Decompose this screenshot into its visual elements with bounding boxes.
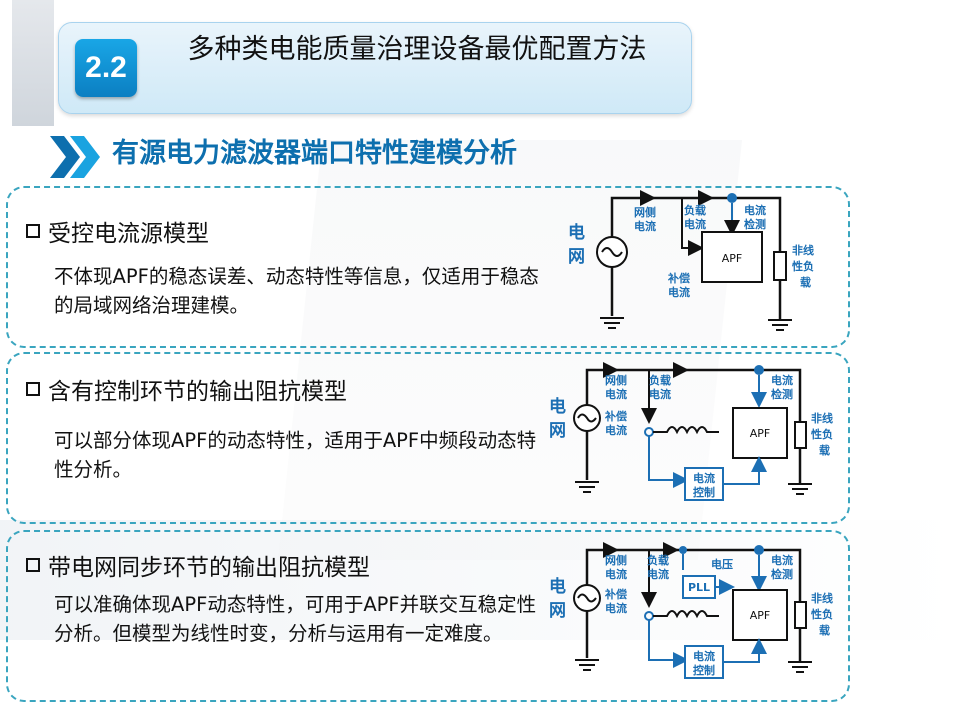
diagram-label: 电流 [605,387,627,401]
diagram-label: 负载 [649,373,671,387]
diagram-label: 电流 [605,567,627,581]
model-card-2-title: 含有控制环节的输出阻抗模型 [48,379,347,405]
diagram-label: 负载 [647,553,669,567]
diagram-label: 网 [549,601,566,621]
nonlinear-load-icon [794,601,807,629]
diagram-label: 性负 [811,427,833,441]
model-card-title: 受控电流源模型 [26,214,209,248]
diagram-label: 控制 [693,663,715,677]
circuit-diagram-3: 电 网 PLL 电压 APF 电流 控制 网侧 电流 负载 电流 电流 检测 补… [549,542,833,679]
model-card-title: 带电网同步环节的输出阻抗模型 [26,548,370,582]
model-card-1-title: 受控电流源模型 [48,221,209,247]
nonlinear-load-icon [773,251,787,281]
diagram-label: APF [750,427,771,440]
diagram-label: 载 [819,443,830,457]
model-card-2-body: 可以部分体现APF的动态特性，适用于APF中频段动态特性分析。 [54,429,537,481]
section-number-badge: 2.2 [75,39,137,97]
model-card-title: 含有控制环节的输出阻抗模型 [26,372,347,406]
nonlinear-load-icon [794,421,807,449]
apf-block [701,231,763,283]
diagram-label: 载 [800,275,811,289]
diagram-label: 电 [549,576,566,597]
model-card-1: 受控电流源模型 不体现APF的稳态误差、动态特性等信息，仅适用于稳态的局域网络治… [6,186,850,348]
diagram-label: 非线 [811,591,833,605]
diagram-label: 电流 [605,423,627,437]
diagram-label: 性负 [792,259,814,273]
diagram-label: 电流 [668,285,690,299]
diagram-label: 补偿 [604,409,627,423]
model-card-1-body: 不体现APF的稳态误差、动态特性等信息，仅适用于稳态的局域网络治理建模。 [54,265,539,317]
diagram-label: 非线 [792,243,814,257]
section-title: 有源电力滤波器端口特性建模分析 [112,138,517,169]
diagram-label: 电流 [649,387,671,401]
diagram-label: 控制 [693,485,715,499]
checkbox-bullet-icon [26,382,40,396]
diagram-label: 补偿 [604,587,627,601]
model-card-3-body: 可以准确体现APF动态特性，可用于APF并联交互稳定性分析。但模型为线性时变，分… [54,593,537,645]
slide-header: 2.2 多种类电能质量治理设备最优配置方法 [58,22,692,114]
diagram-label: PLL [688,581,710,594]
diagram-label: 电 [549,396,566,417]
diagram-label: 网 [549,421,566,441]
diagram-label: 非线 [811,411,833,425]
current-control-block [684,467,724,501]
diagram-label: 性负 [811,607,833,621]
diagram-label: 网侧 [605,373,627,387]
diagram-label: 电流 [634,219,656,233]
checkbox-bullet-icon [26,224,40,238]
diagram-label: 负载 [684,203,706,217]
apf-label: APF [722,252,743,265]
model-card-3-title: 带电网同步环节的输出阻抗模型 [48,555,370,581]
diagram-label: 电流 [684,217,706,231]
diagram-label: 电流 [693,649,715,663]
diagram-label: 电流 [744,203,766,217]
slide-title: 多种类电能质量治理设备最优配置方法 [187,34,647,65]
diagram-label: 电流 [771,373,793,387]
diagram-label: 网侧 [634,205,656,219]
grid-label-2: 网 [568,247,585,267]
diagram-label: 检测 [771,567,793,581]
diagram-label: 检测 [744,217,766,231]
checkbox-bullet-icon [26,558,40,572]
diagram-label: 检测 [771,387,793,401]
model-card-3: 带电网同步环节的输出阻抗模型 可以准确体现APF动态特性，可用于APF并联交互稳… [6,530,850,702]
circuit-diagram-2: 电 网 APF 电流 控制 网侧 电流 负载 电流 电流 检测 补偿 电流 非线… [549,362,833,501]
circuit-diagram-1: 电 网 APF 网侧 电流 负载 电流 电流 检测 补偿 电流 非线 性负 载 [568,190,814,331]
double-chevron-icon [50,136,100,178]
diagram-label: 补偿 [667,271,690,285]
model-card-2: 含有控制环节的输出阻抗模型 可以部分体现APF的动态特性，适用于APF中频段动态… [6,352,850,524]
diagram-label: 电压 [711,557,733,571]
diagram-label: 电流 [647,567,669,581]
diagram-label: 网侧 [605,553,627,567]
corner-decoration [12,0,54,126]
diagram-label: 电流 [771,553,793,567]
diagram-label: APF [750,609,771,622]
diagram-label: 载 [819,623,830,637]
diagram-label: 电流 [693,471,715,485]
diagram-label: 电流 [605,601,627,615]
grid-label-1: 电 [568,222,585,243]
